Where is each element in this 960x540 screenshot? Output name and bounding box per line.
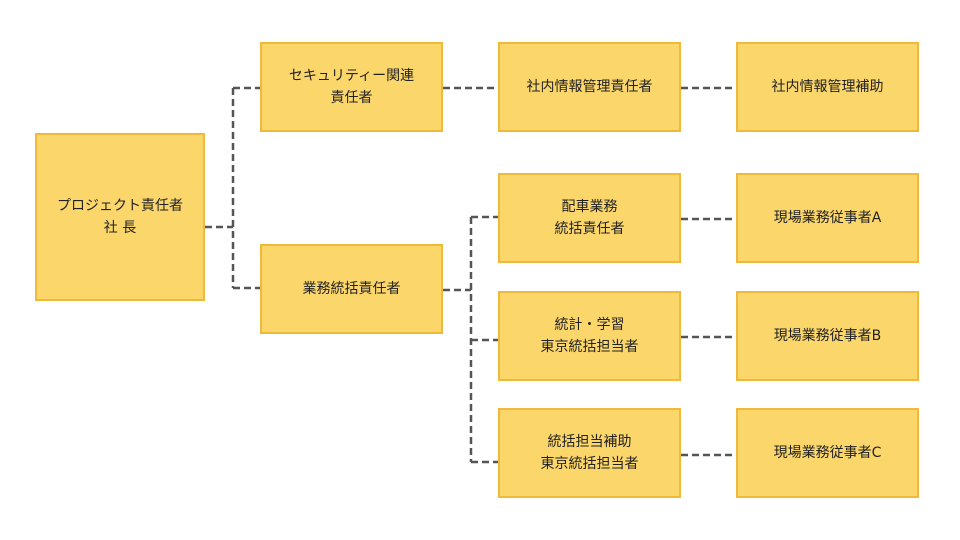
- operations-lead-line-1: 業務統括責任者: [302, 281, 401, 297]
- ceo-box: プロジェクト責任者 社 長: [35, 133, 205, 301]
- worker-c-box: 現場業務従事者C: [736, 408, 919, 498]
- infosec-assistant-line-1: 社内情報管理補助: [771, 79, 884, 95]
- worker-a-line-1: 現場業務従事者A: [773, 210, 882, 226]
- worker-c-line-1: 現場業務従事者C: [773, 445, 882, 461]
- support-line-1: 統括担当補助: [547, 434, 632, 450]
- dispatch-box: 配車業務 統括責任者: [498, 173, 681, 263]
- infosec-assistant-box: 社内情報管理補助: [736, 42, 919, 132]
- dispatch-line-1: 配車業務: [561, 199, 618, 215]
- support-box: 統括担当補助 東京統括担当者: [498, 408, 681, 498]
- ceo-line-1: プロジェクト責任者: [57, 198, 183, 214]
- worker-a-box: 現場業務従事者A: [736, 173, 919, 263]
- dispatch-line-2: 統括責任者: [554, 221, 625, 237]
- ceo-line-2: 社 長: [103, 220, 137, 236]
- statistics-line-1: 統計・学習: [554, 317, 625, 333]
- infosec-manager-line-1: 社内情報管理責任者: [526, 79, 653, 95]
- operations-lead-box: 業務統括責任者: [260, 244, 443, 334]
- security-lead-line-1: セキュリティー関連: [288, 68, 415, 84]
- worker-b-line-1: 現場業務従事者B: [773, 328, 882, 344]
- connector-operations-to-teams: [443, 215, 498, 464]
- infosec-manager-box: 社内情報管理責任者: [498, 42, 681, 132]
- statistics-line-2: 東京統括担当者: [540, 339, 639, 355]
- worker-b-box: 現場業務従事者B: [736, 291, 919, 381]
- connector-ceo-to-leads: [205, 86, 260, 290]
- security-lead-line-2: 責任者: [330, 90, 373, 106]
- support-line-2: 東京統括担当者: [540, 456, 639, 472]
- statistics-box: 統計・学習 東京統括担当者: [498, 291, 681, 381]
- security-lead-box: セキュリティー関連 責任者: [260, 42, 443, 132]
